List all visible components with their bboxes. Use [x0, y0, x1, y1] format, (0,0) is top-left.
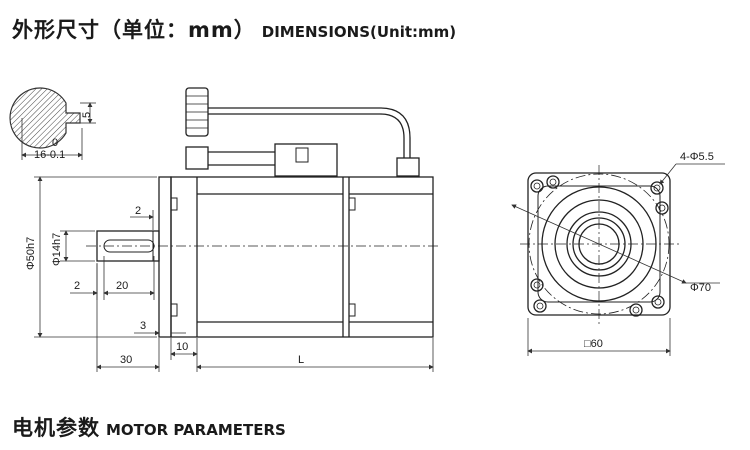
- dimensions-title-en: DIMENSIONS(Unit:mm): [261, 23, 457, 41]
- mounting-hole-tl2: [546, 175, 560, 189]
- power-cable-gland: [274, 143, 338, 177]
- mounting-hole-bl: [530, 278, 544, 292]
- motor-parameters-title-en: MOTOR PARAMETERS: [106, 421, 286, 439]
- tolerance-main-label: 16-0.1: [34, 149, 65, 161]
- encoder-cable-gland: [396, 157, 420, 177]
- encoder-cable: [208, 107, 411, 158]
- key-offset-label: 2: [74, 280, 80, 292]
- keyway-section-detail: [9, 87, 96, 160]
- front-view: [520, 165, 680, 325]
- shaft-length-label: 30: [120, 354, 132, 366]
- key-height-label: 5: [81, 112, 93, 118]
- motor-parameters-title-cn: 电机参数: [12, 416, 100, 440]
- mounting-hole-tr2: [655, 201, 669, 215]
- side-view: [86, 87, 440, 338]
- groove-offset-label: 2: [135, 205, 141, 217]
- tolerance-upper-label: 0: [52, 137, 58, 149]
- mounting-hole-tr: [650, 181, 664, 195]
- front-view-dimensions: [511, 163, 725, 356]
- motor-body: [170, 176, 434, 338]
- dimensions-title-cn: 外形尺寸（单位：mm）: [12, 18, 256, 42]
- square-size-label: □60: [584, 338, 603, 350]
- pcd-label: Φ70: [690, 282, 711, 294]
- mounting-hole-bl2: [533, 299, 547, 313]
- mounting-hole-br: [651, 295, 665, 309]
- mounting-hole-tl: [530, 179, 544, 193]
- dimensions-title: 外形尺寸（单位：mm） DIMENSIONS(Unit:mm): [12, 14, 456, 44]
- shaft-diameter-label: Φ14h7: [51, 233, 63, 266]
- key-length-label: 20: [116, 280, 128, 292]
- flange-diameter-label: Φ50h7: [25, 237, 37, 270]
- flange-thickness-label: 3: [140, 320, 146, 332]
- power-connector: [185, 146, 209, 170]
- flange-length-label: 10: [176, 341, 188, 353]
- motor-parameters-title: 电机参数 MOTOR PARAMETERS: [12, 412, 286, 442]
- side-view-dimensions: [34, 176, 434, 372]
- body-length-label: L: [298, 354, 304, 366]
- mounting-hole-br2: [629, 303, 643, 317]
- motor-flange: [158, 176, 172, 338]
- mounting-holes-label: 4-Φ5.5: [680, 151, 714, 163]
